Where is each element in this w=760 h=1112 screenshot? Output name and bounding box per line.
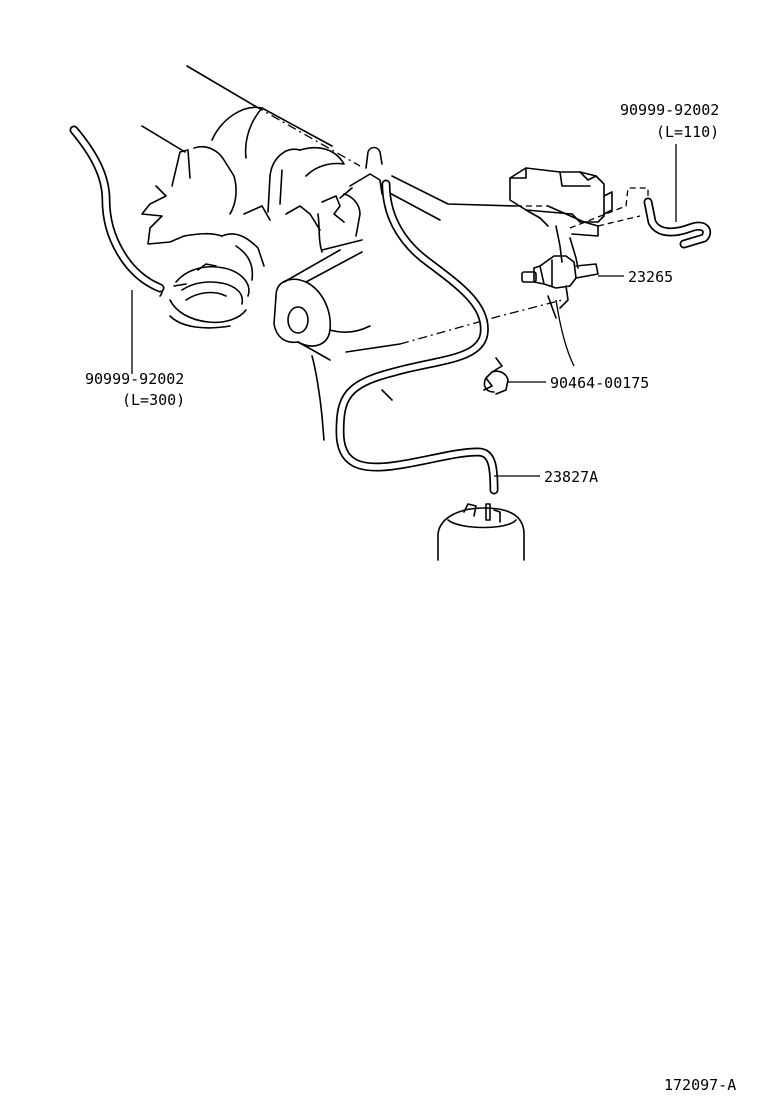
callout-labels: 90999-92002 (L=110) 23265 90464-00175 23… [85, 101, 736, 1094]
leader-lines [131, 144, 677, 477]
hose-upper-right [643, 197, 712, 249]
figure-id: 172097-A [664, 1076, 736, 1094]
hose-long [335, 179, 499, 495]
vsv-bracket-drawing [509, 167, 649, 319]
part-label-hose-long: 23827A [544, 468, 598, 486]
part-label-clamp: 90464-00175 [550, 374, 649, 392]
canister-drawing [437, 503, 525, 561]
engine-assembly-drawing [141, 65, 563, 441]
clamp-drawing [483, 357, 509, 395]
part-label-hose-upper-right-number: 90999-92002 [620, 101, 719, 119]
part-label-hose-left-length: (L=300) [122, 391, 185, 409]
part-label-vsv: 23265 [628, 268, 673, 286]
hose-left [69, 125, 165, 293]
part-label-hose-left-number: 90999-92002 [85, 370, 184, 388]
part-label-hose-upper-right-length: (L=110) [656, 123, 719, 141]
